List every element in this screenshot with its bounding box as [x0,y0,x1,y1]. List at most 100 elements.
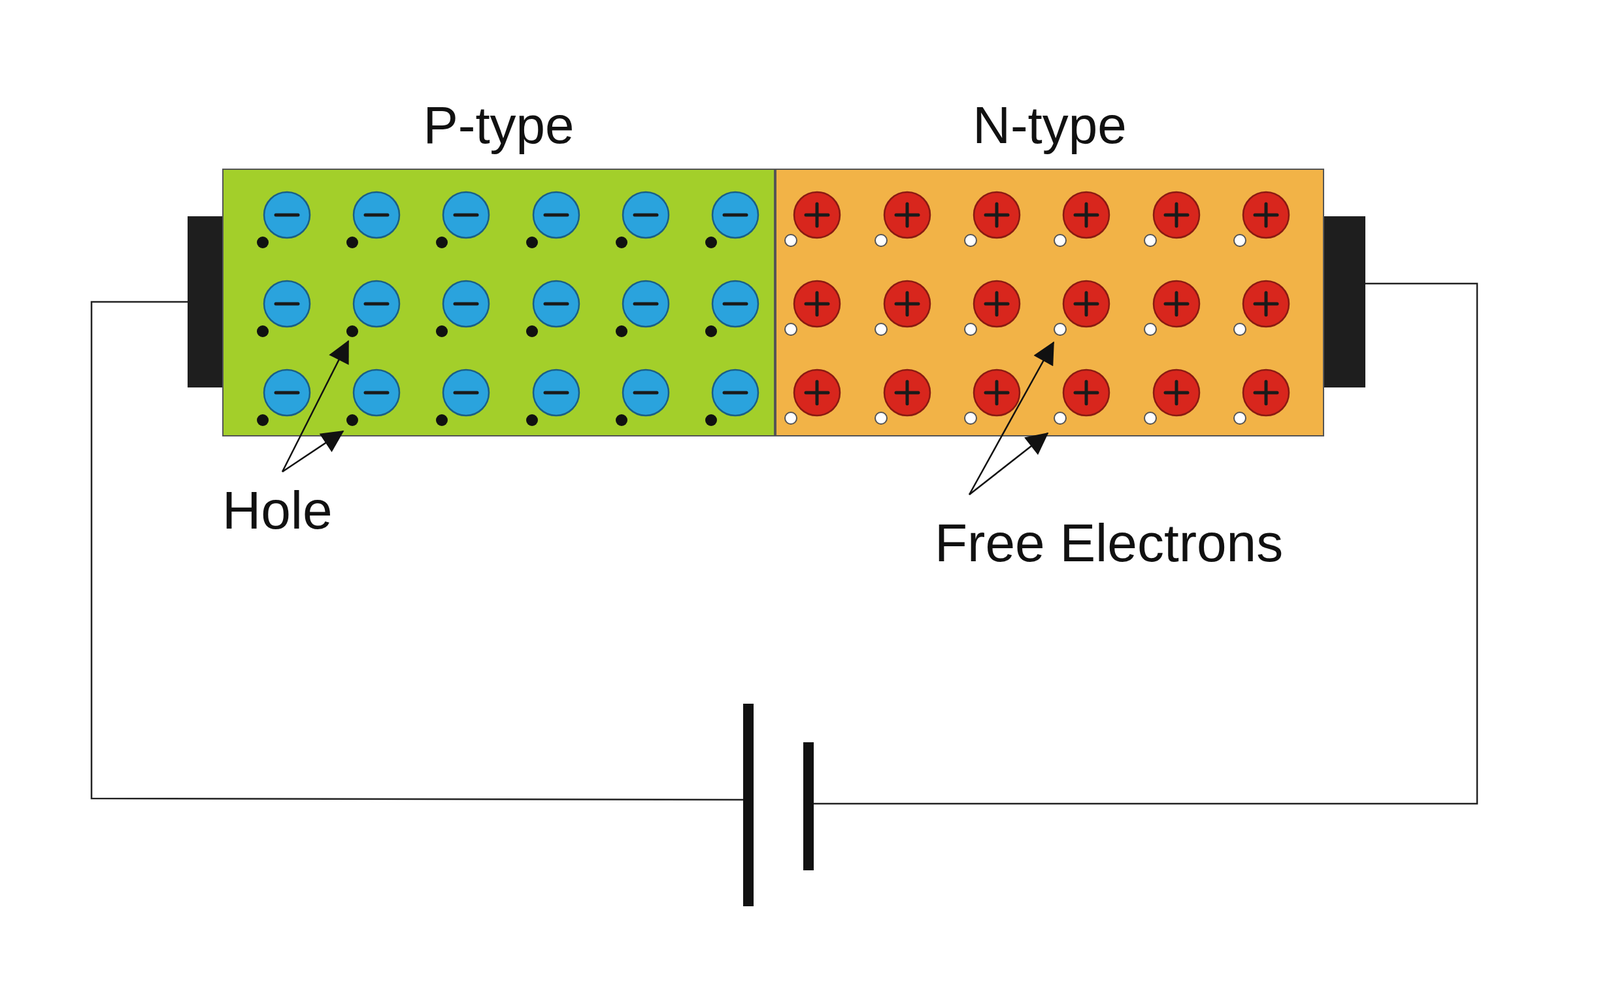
hole-dot [526,325,538,338]
ion-circle [264,281,310,327]
acceptor-ion [435,281,489,338]
acceptor-ion [705,369,759,427]
sign-stroke [985,213,1008,217]
donor-ion [784,369,840,425]
acceptor-ion [435,192,489,249]
sign-stroke [985,391,1008,395]
sign-stroke [365,302,388,306]
free-electron [964,323,977,336]
sign-stroke [896,302,919,306]
sign-stroke [634,213,657,217]
acceptor-ion [346,369,400,427]
leader-line [969,342,1054,495]
sign-stroke [1254,302,1278,306]
free-electron [1054,234,1067,247]
ion-circle [1063,369,1110,416]
sign-stroke [545,213,568,217]
sign-stroke [905,203,910,227]
particles [256,192,1289,427]
acceptor-ion [526,192,580,249]
ion-circle [884,281,931,327]
acceptor-ion [526,281,580,338]
donor-ion [875,192,931,247]
donor-ion [875,369,931,425]
ion-circle [264,369,310,416]
hole-dot [256,236,269,249]
acceptor-ion [346,281,400,338]
free-electron [1054,412,1067,425]
donor-ion [1144,192,1200,247]
acceptor-ion [615,281,669,338]
ion-circle [533,369,580,416]
free-electron [964,234,977,247]
acceptor-ion [526,369,580,427]
terminal [1324,216,1366,388]
sign-stroke [724,391,747,395]
sign-stroke [454,391,478,395]
region-heading: P-type [223,95,774,156]
ion-circle [884,192,931,238]
donor-ion [784,281,840,336]
hole-dot [256,414,269,427]
hole-dot [705,414,717,427]
ion-circle [1243,281,1289,327]
sign-stroke [545,302,568,306]
sign-stroke [1165,391,1188,395]
sign-stroke [724,213,747,217]
sign-stroke [365,391,388,395]
wire [807,283,1478,804]
sign-stroke [275,391,299,395]
region-heading: N-type [776,95,1323,156]
sign-stroke [1165,302,1188,306]
free-electron [1233,323,1246,336]
sign-stroke [634,391,657,395]
sign-stroke [905,292,910,316]
donor-ion [1144,369,1200,425]
free-electron [1144,234,1157,247]
ion-circle [794,369,840,416]
free-electron [875,323,887,336]
donor-ion [964,281,1020,336]
donor-ion [875,281,931,336]
ion-circle [533,281,580,327]
hole-dot [346,414,359,427]
free-electron [964,412,977,425]
free-electron [1233,234,1246,247]
donor-ion [1054,369,1110,425]
sign-stroke [1075,302,1098,306]
hole-dot [615,325,628,338]
sign-stroke [896,391,919,395]
free-electron [1233,412,1246,425]
sign-stroke [815,203,819,227]
acceptor-ion [615,192,669,249]
sign-stroke [275,213,299,217]
sign-stroke [1264,203,1268,227]
sign-stroke [1175,292,1179,316]
ion-circle [1153,281,1200,327]
sign-stroke [634,302,657,306]
sign-stroke [805,302,829,306]
free-electron [1144,323,1157,336]
acceptor-ion [256,369,310,427]
sign-stroke [545,391,568,395]
ion-circle [622,192,669,238]
sign-stroke [1165,213,1188,217]
sign-stroke [1254,391,1278,395]
hole-dot [705,236,717,249]
callout-label: Free Electrons [934,512,1284,574]
acceptor-ion [256,192,310,249]
leader-line [282,431,344,472]
ion-circle [1153,192,1200,238]
donor-ion [1233,281,1289,336]
sign-stroke [1175,381,1179,404]
ion-circle [973,369,1020,416]
sign-stroke [985,302,1008,306]
ion-circle [1153,369,1200,416]
leader-line [969,433,1048,495]
hole-dot [615,414,628,427]
wire [91,301,748,800]
sign-stroke [905,381,910,404]
free-electron [784,234,797,247]
donor-ion [1054,192,1110,247]
